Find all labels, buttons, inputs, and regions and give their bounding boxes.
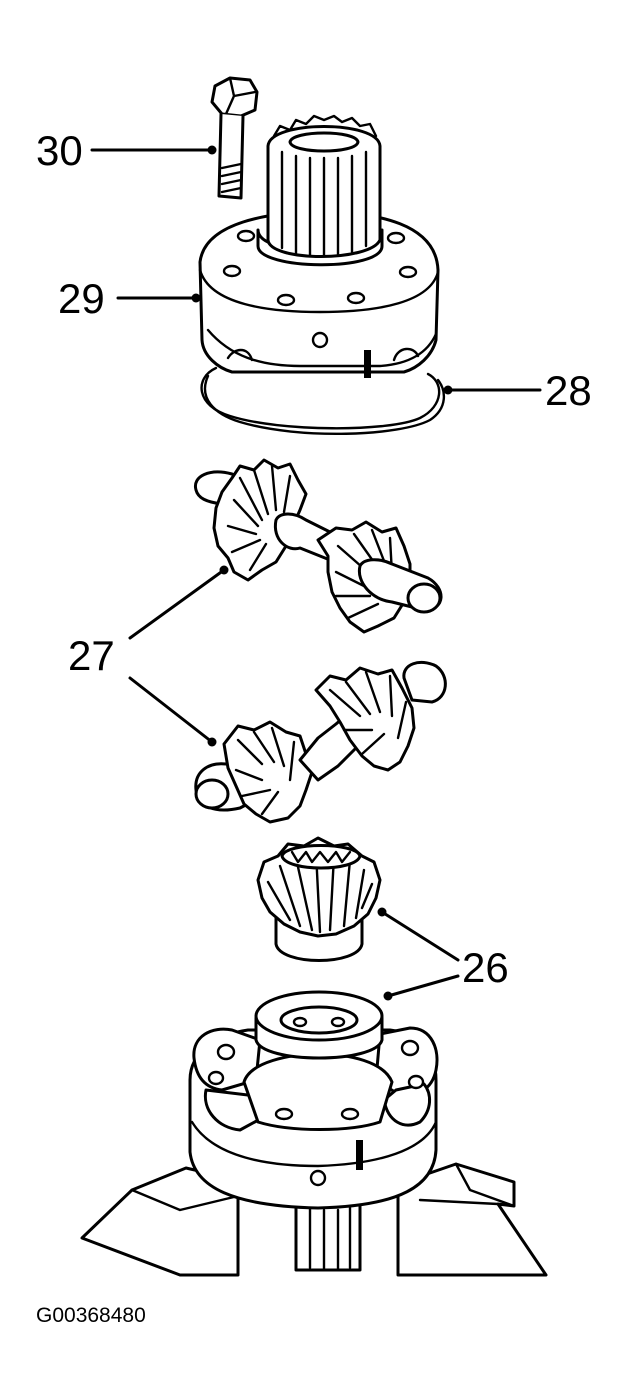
callout-27: 27: [68, 632, 115, 679]
callout-30: 30: [36, 127, 83, 174]
shim-ring-28: [200, 366, 445, 436]
bolt-30: [210, 76, 259, 200]
differential-case-lower-26: [80, 990, 548, 1277]
callout-29: 29: [58, 275, 105, 322]
pinion-gear-27-lower: [194, 661, 447, 824]
leader-lines: [90, 145, 542, 1001]
side-gear-26-upper: [256, 836, 382, 962]
figure-id: G00368480: [36, 1304, 146, 1327]
callout-28: 28: [545, 367, 592, 414]
callout-26: 26: [462, 944, 509, 991]
pinion-gear-27-upper: [194, 458, 443, 634]
differential-case-upper-29: [198, 114, 440, 378]
